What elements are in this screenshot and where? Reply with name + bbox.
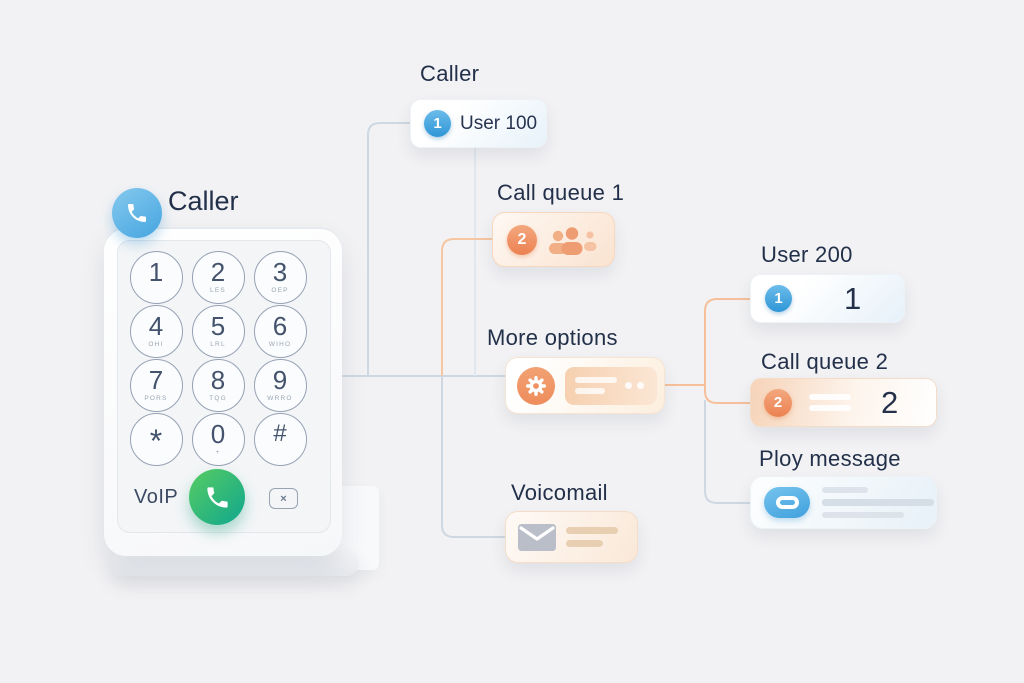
key-digit: 3 [272, 257, 288, 287]
wire-to-user100 [367, 122, 410, 376]
key-digit: 4 [148, 311, 164, 341]
key-letters: TQG [209, 395, 227, 402]
wire-to-user200 [704, 298, 750, 385]
placeholder-lines [822, 487, 934, 518]
voicemail-heading: Voicomail [511, 480, 608, 505]
wire-to-call-queue-1 [441, 238, 492, 376]
play-message-node[interactable] [750, 476, 937, 529]
key-letters: + [215, 449, 221, 456]
call-queue-1-heading: Call queue 1 [497, 180, 625, 205]
delete-key[interactable]: × [269, 488, 298, 509]
voicemail-tape-icon [764, 487, 810, 518]
placeholder-lines [809, 394, 851, 411]
key-digit: 7 [148, 365, 164, 395]
caller-device-label: Caller [168, 186, 239, 216]
key-digit: 1 [148, 257, 164, 287]
call-button[interactable] [189, 469, 245, 525]
digit-1-badge: 1 [424, 110, 451, 137]
people-group-icon [549, 226, 597, 255]
call-phone-icon [206, 486, 228, 508]
key-digit: # [273, 420, 287, 447]
digit-1-badge: 1 [765, 285, 792, 312]
phone-handset-icon [128, 204, 146, 222]
placeholder-lines [566, 527, 618, 547]
caller-node-heading: Caller [420, 61, 480, 86]
key-letters: WIHO [268, 341, 292, 348]
envelope-icon [518, 523, 556, 551]
key-letters: LRL [210, 341, 226, 348]
key-digit: 6 [272, 311, 288, 341]
call-queue-1-node[interactable]: 2 [492, 212, 615, 267]
play-message-heading: Ploy message [759, 446, 901, 471]
voicemail-node[interactable] [505, 511, 638, 563]
key-letters: OEP [271, 287, 289, 294]
placeholder-dots [625, 382, 644, 389]
wire-to-voicemail [441, 376, 505, 538]
gear-icon [526, 375, 546, 396]
key-digit: 9 [272, 365, 288, 395]
placeholder-lines [575, 377, 617, 394]
user-100-node[interactable]: 1 User 100 [410, 99, 547, 148]
digit-2-badge: 2 [507, 224, 537, 255]
user-200-heading: User 200 [761, 242, 853, 267]
key-digit: 0 [210, 419, 226, 449]
keypad-key-0[interactable]: 0+ [191, 412, 245, 466]
keypad-key-star[interactable]: * [129, 412, 183, 466]
more-options-node[interactable] [505, 357, 665, 414]
extension-number: 1 [844, 280, 862, 316]
extension-number: 2 [881, 384, 899, 420]
keypad-key-1[interactable]: 1 [129, 250, 183, 304]
key-letters: PORS [144, 395, 168, 402]
key-letters: WRRO [267, 395, 293, 402]
key-digit: 8 [210, 365, 226, 395]
gear-circle [517, 366, 555, 405]
delete-x-icon: × [280, 492, 287, 505]
wire-to-play-message [704, 400, 750, 504]
user-200-node[interactable]: 1 1 [750, 274, 905, 323]
key-letters: LES [210, 287, 226, 294]
call-queue-2-heading: Call queue 2 [761, 349, 889, 374]
wire-to-call-queue-2 [704, 385, 750, 404]
more-options-heading: More options [487, 325, 618, 350]
call-queue-2-node[interactable]: 2 2 [750, 378, 937, 427]
key-digit: * [149, 423, 163, 459]
key-digit: 5 [210, 311, 226, 341]
user-100-label: User 100 [460, 112, 538, 134]
digit-2-badge: 2 [764, 388, 792, 417]
options-list-placeholder [565, 366, 657, 405]
key-digit: 2 [210, 257, 226, 287]
key-letters: OHI [148, 341, 164, 348]
voip-label: VoIP [134, 486, 179, 508]
caller-phone-icon [112, 188, 162, 238]
keypad-key-hash[interactable]: # [253, 412, 307, 466]
